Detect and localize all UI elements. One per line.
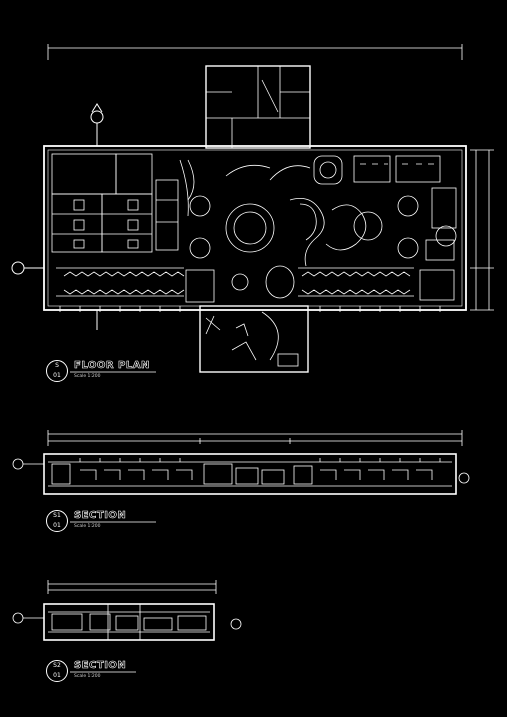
- floor-plan-title: FLOOR PLAN: [74, 360, 150, 372]
- floor-plan-ref-circle: S 01: [46, 360, 68, 382]
- floor-plan-scale: Scale 1:200: [74, 374, 101, 379]
- section-2: [12, 580, 242, 641]
- central-lounge: [179, 159, 419, 299]
- section-2-ref-bottom: 01: [53, 672, 61, 679]
- top-annex: [205, 65, 311, 149]
- top-right-seating: [313, 155, 457, 261]
- section-2-ref-top: S2: [53, 662, 61, 669]
- workstation-row-right: [298, 267, 455, 301]
- section-2-outline: [43, 603, 215, 641]
- section-1-scale: Scale 1:200: [74, 524, 101, 529]
- title-underlines: [70, 371, 156, 673]
- left-service-rooms: [51, 153, 179, 253]
- floor-plan: [43, 44, 494, 373]
- section-1-furniture: [51, 458, 441, 485]
- section-2-level-markers: [12, 612, 242, 630]
- workstation-row-left: [56, 267, 215, 303]
- section-1-ref-top: S1: [53, 512, 61, 519]
- section-2-title: SECTION: [74, 660, 127, 672]
- section-2-dimensions: [47, 580, 217, 594]
- section-1-dimensions: [47, 430, 463, 446]
- section-1-level-markers: [12, 458, 470, 484]
- section-2-furniture: [51, 604, 207, 640]
- grid-marker-left: [11, 261, 44, 275]
- grid-marker-top: [90, 103, 104, 146]
- dimension-line-right: [470, 149, 494, 311]
- bottom-annex: [199, 305, 309, 373]
- window-ticks: [59, 306, 441, 312]
- section-1-ref-bottom: 01: [53, 522, 61, 529]
- section-1-title: SECTION: [74, 510, 127, 522]
- section-1-ref-circle: S1 01: [46, 510, 68, 532]
- section-1-outline: [43, 453, 457, 495]
- main-outer-wall: [43, 145, 467, 311]
- section-2-scale: Scale 1:200: [74, 674, 101, 679]
- dimension-line-top: [47, 44, 463, 60]
- section-2-ref-circle: S2 01: [46, 660, 68, 682]
- floor-plan-ref-bottom: 01: [53, 372, 61, 379]
- floor-plan-ref-top: S: [55, 362, 59, 369]
- section-1: [12, 430, 470, 495]
